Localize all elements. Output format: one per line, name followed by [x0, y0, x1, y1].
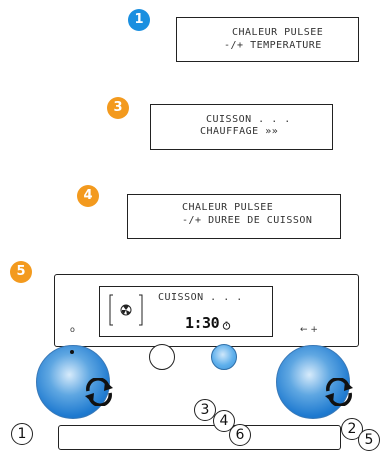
left-dial-rotate-icon: [85, 378, 113, 406]
step-3-badge: 3: [107, 97, 129, 119]
panel-display: CUISSON . . . 1:30: [99, 286, 273, 337]
fan-icon: [120, 304, 132, 316]
step-1-display-line-1: CHALEUR PULSEE: [232, 27, 324, 38]
step-4-display-line-1: CHALEUR PULSEE: [182, 202, 274, 213]
callout-button-6: 6: [229, 424, 251, 446]
step-1-badge: 1: [128, 9, 150, 31]
left-dial-label: o: [70, 325, 75, 334]
step-3-display-line-2: CHAUFFAGE »»: [200, 126, 279, 137]
fan-mode-box: [109, 294, 143, 326]
panel-time: 1:30: [185, 314, 220, 332]
left-dial[interactable]: [36, 345, 110, 419]
step-4-display: CHALEUR PULSEE -/+ DUREE DE CUISSON: [127, 194, 341, 239]
callout-right-dial-5: 5: [358, 429, 380, 451]
callout-button-4: 4: [213, 410, 235, 432]
right-dial[interactable]: [276, 345, 350, 419]
callout-right-dial-2: 2: [341, 418, 363, 440]
fan-mode-bracket: [109, 294, 143, 326]
panel-mode-text: CUISSON . . .: [158, 292, 243, 303]
step-3-display: CUISSON . . . CHAUFFAGE »»: [150, 104, 333, 150]
back-button[interactable]: [149, 344, 175, 370]
door-handle-bar: [58, 425, 341, 450]
ok-button[interactable]: [211, 344, 237, 370]
step-1-display-line-2: -/+ TEMPERATURE: [224, 40, 322, 51]
right-dial-label: ← +: [300, 325, 318, 335]
left-dial-marker: [70, 350, 74, 354]
timer-icon: [222, 321, 231, 330]
step-1-display: CHALEUR PULSEE -/+ TEMPERATURE: [176, 17, 359, 62]
right-dial-rotate-icon: [325, 378, 353, 406]
step-4-display-line-2: -/+ DUREE DE CUISSON: [182, 215, 313, 226]
step-4-badge: 4: [77, 185, 99, 207]
callout-left-dial: 1: [11, 423, 33, 445]
step-5-badge: 5: [10, 261, 32, 283]
step-3-display-line-1: CUISSON . . .: [206, 114, 291, 125]
callout-button-3: 3: [194, 399, 216, 421]
